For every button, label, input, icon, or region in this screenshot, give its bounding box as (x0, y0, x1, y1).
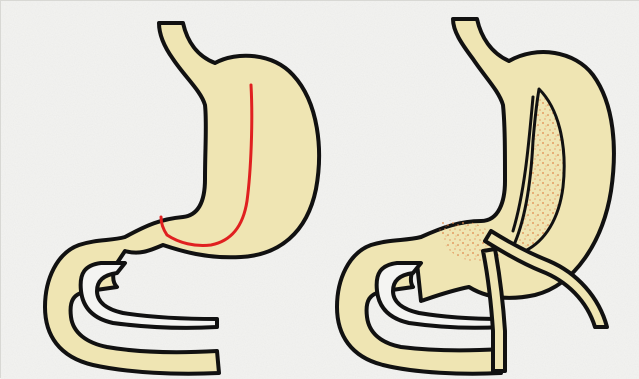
figure-frame (0, 0, 639, 378)
stomach-diagram (1, 1, 639, 379)
diagram-canvas (1, 1, 639, 379)
